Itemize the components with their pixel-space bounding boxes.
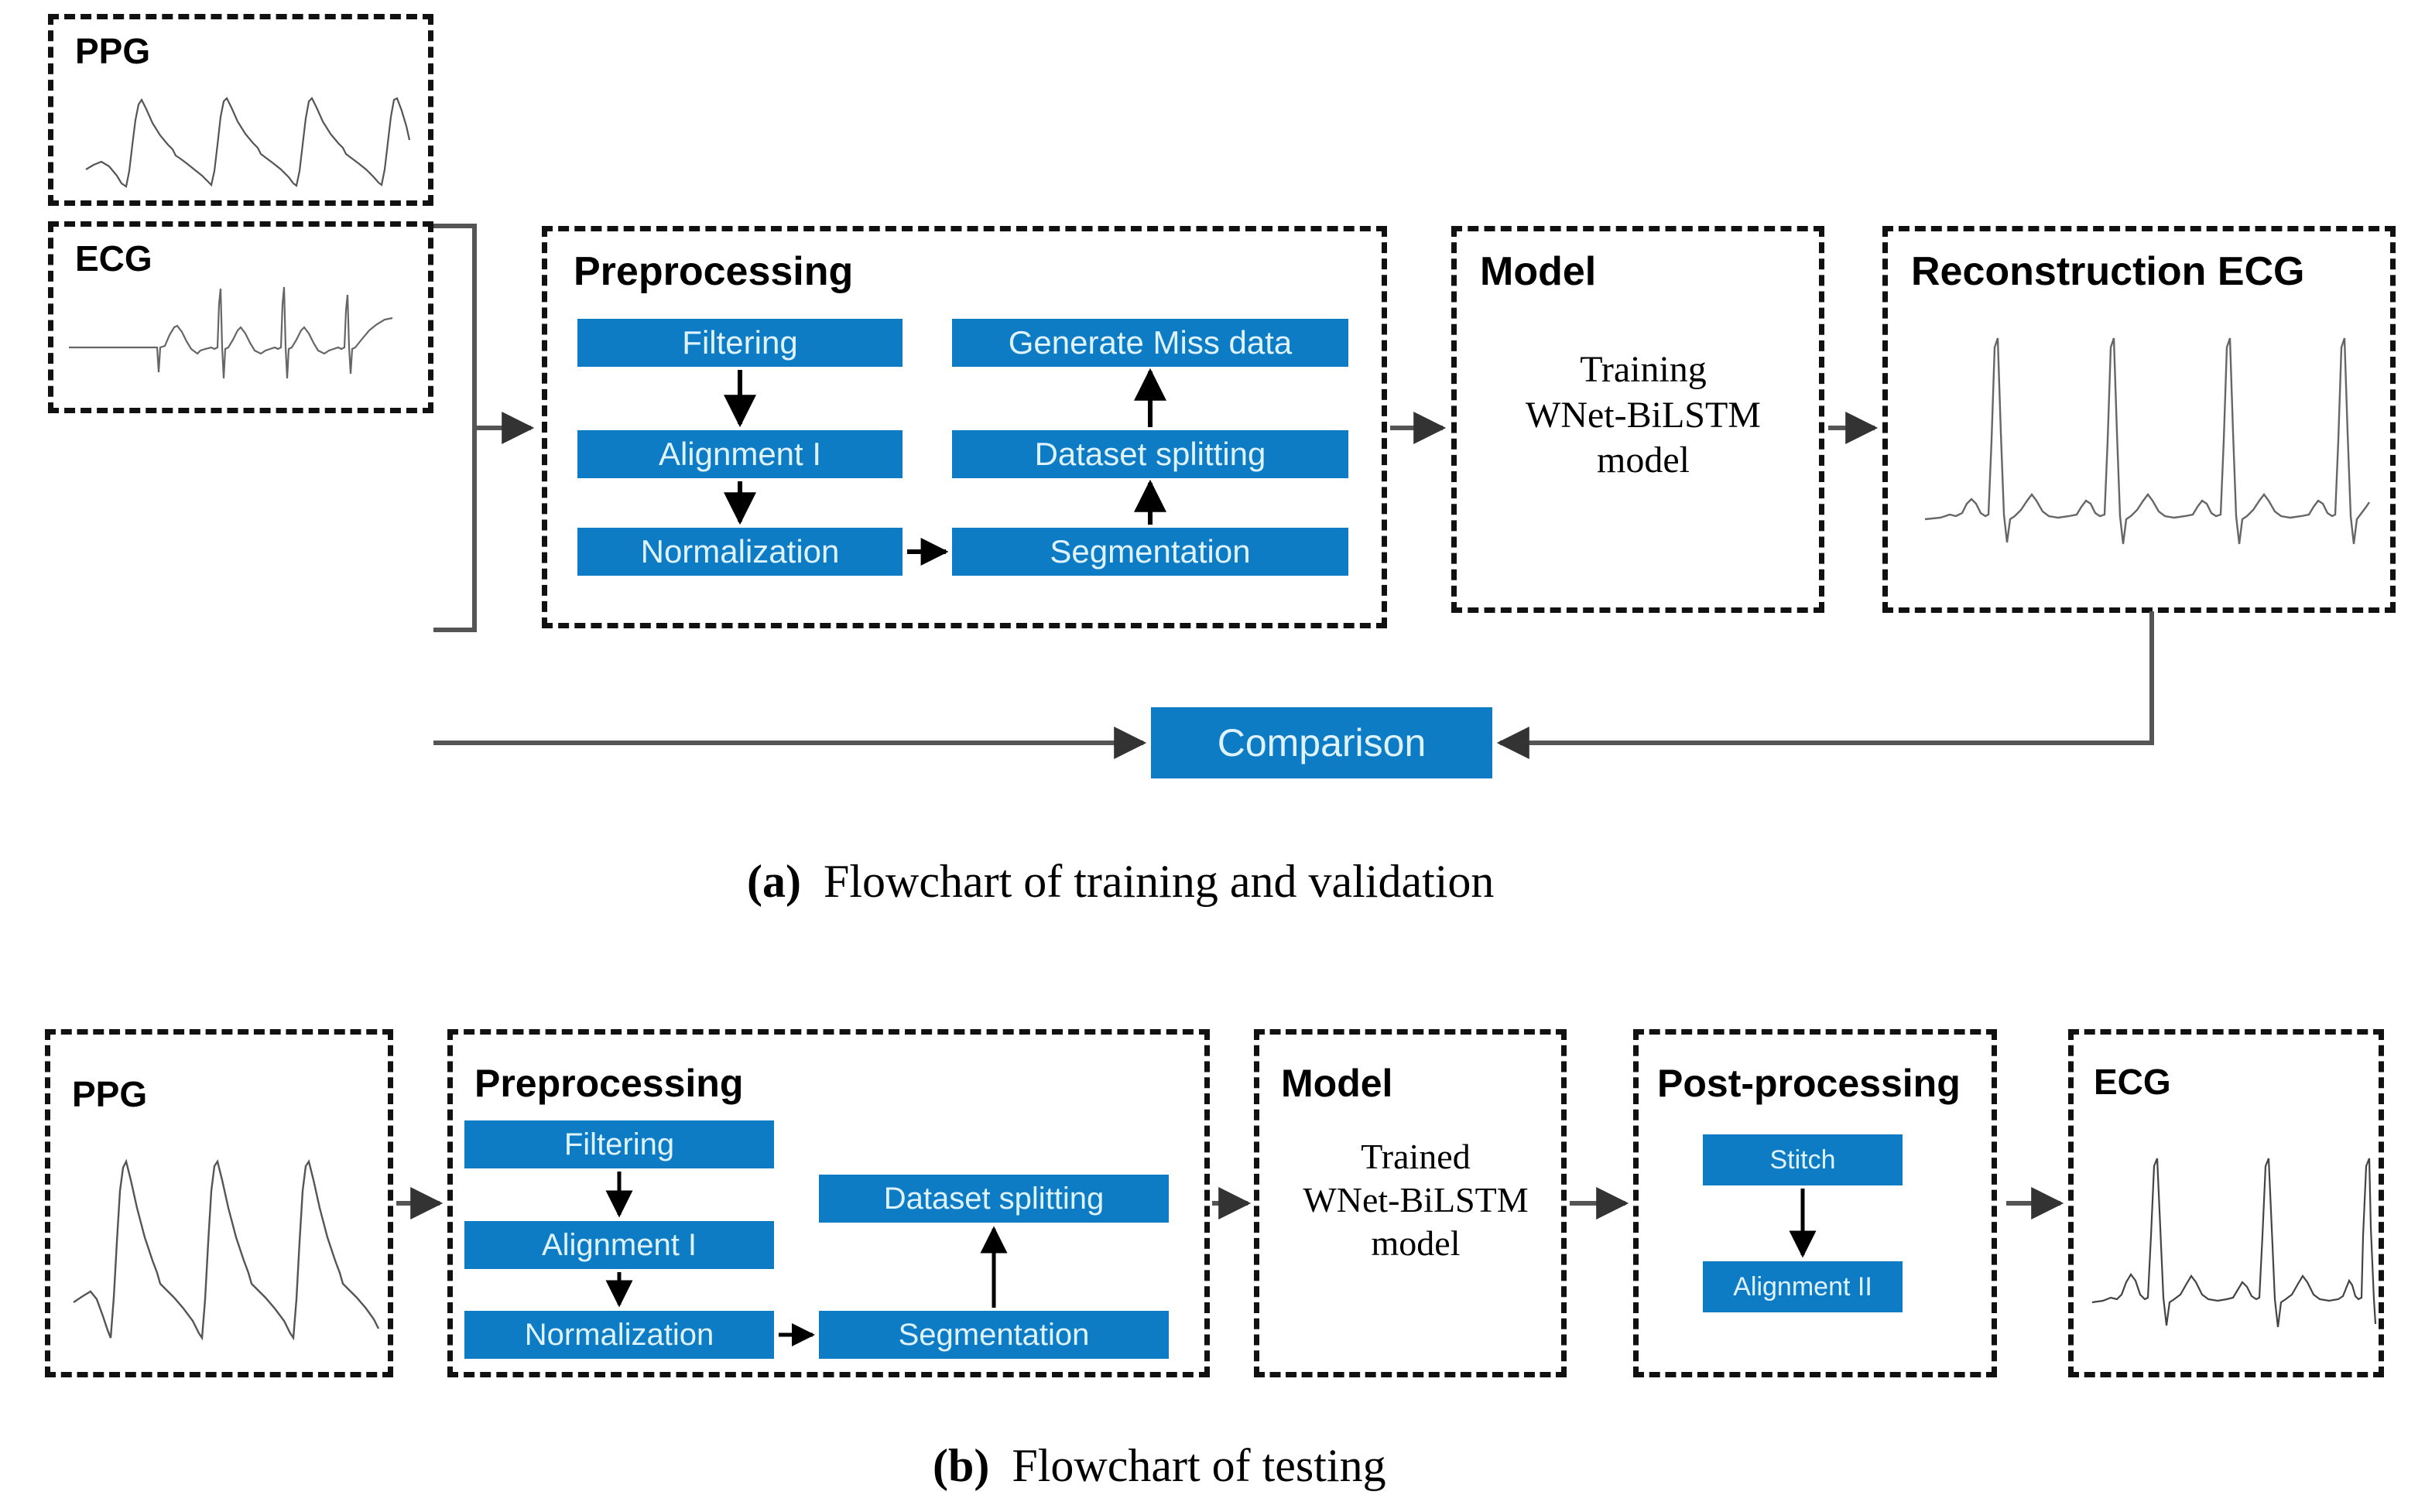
panel-b-model-text-line2: WNet-BiLSTM [1303,1180,1529,1220]
panel-b-chip-alignment-i-label: Alignment I [541,1228,697,1262]
panel-b-caption: (b) Flowchart of testing [933,1439,1386,1493]
panel-a-model-text: Training WNet-BiLSTM model [1457,347,1830,484]
panel-b-chip-filtering-label: Filtering [563,1127,675,1161]
reconstructed-ecg-waveform-icon [1924,337,2370,545]
panel-a-model-title: Model [1480,249,1597,294]
panel-b-chip-alignment-i[interactable]: Alignment I [464,1221,774,1269]
ppg-waveform-a-icon [85,97,411,188]
panel-b-model-text: Trained WNet-BiLSTM model [1250,1135,1581,1265]
panel-a-chip-normalization-label: Normalization [640,533,840,570]
panel-b-ppg-box: PPG [45,1029,393,1377]
panel-a-ppg-title: PPG [75,31,151,71]
panel-a-merge-connector [433,224,535,632]
panel-b-chip-normalization-label: Normalization [524,1318,714,1352]
panel-b-postprocessing-title: Post-processing [1657,1062,1961,1105]
panel-a-reconstruction-to-comparison-connector [1496,611,2154,759]
panel-a-ppg-box: PPG [48,14,433,206]
panel-b-model-text-line3: model [1371,1223,1461,1264]
panel-b-chip-dataset-splitting[interactable]: Dataset splitting [819,1175,1169,1223]
ppg-waveform-b-icon [73,1158,380,1341]
panel-a-model-text-line1: Training [1580,349,1707,390]
panel-a-chip-segmentation-label: Segmentation [1050,533,1251,570]
panel-b-ecg-box: ECG [2068,1029,2384,1377]
ecg-waveform-a-icon [69,286,393,379]
panel-b-chip-alignment-ii-label: Alignment II [1733,1272,1872,1302]
panel-a-model-text-line3: model [1597,440,1690,481]
ecg-waveform-b-icon [2091,1158,2377,1328]
panel-b-model-title: Model [1281,1062,1393,1105]
panel-b-model-text-line1: Trained [1361,1137,1471,1176]
panel-a-chip-alignment-i[interactable]: Alignment I [577,430,903,478]
panel-a-chip-generate-miss-data[interactable]: Generate Miss data [952,319,1348,367]
panel-a-caption-text: Flowchart of training and validation [823,856,1495,907]
panel-a-comparison-chip[interactable]: Comparison [1151,707,1492,778]
panel-a-chip-normalization[interactable]: Normalization [577,528,903,576]
panel-a-reconstruction-ecg-box: Reconstruction ECG [1882,226,2396,613]
panel-a-chip-segmentation[interactable]: Segmentation [952,528,1348,576]
panel-b-chip-alignment-ii[interactable]: Alignment II [1703,1261,1903,1312]
panel-b-ecg-title: ECG [2094,1062,2171,1102]
panel-a-chip-alignment-i-label: Alignment I [658,436,822,472]
panel-a-ecg-title: ECG [75,238,152,279]
panel-a-chip-filtering[interactable]: Filtering [577,319,903,367]
panel-b-ppg-title: PPG [72,1074,148,1114]
panel-b-postprocessing-box: Post-processing [1633,1029,1997,1377]
panel-a-chip-dataset-splitting-label: Dataset splitting [1034,436,1266,472]
panel-b-caption-text: Flowchart of testing [1012,1440,1386,1491]
panel-b-chip-filtering[interactable]: Filtering [464,1120,774,1168]
panel-b-model-box: Model Trained WNet-BiLSTM model [1254,1029,1567,1377]
panel-b-chip-stitch[interactable]: Stitch [1703,1134,1903,1185]
panel-b-chip-stitch-label: Stitch [1769,1145,1836,1175]
panel-a-chip-generate-miss-data-label: Generate Miss data [1008,324,1293,361]
panel-a-comparison-label: Comparison [1217,721,1427,765]
panel-b-chip-segmentation[interactable]: Segmentation [819,1311,1169,1359]
panel-a-chip-filtering-label: Filtering [682,324,798,361]
panel-a-caption-label: (a) [747,856,801,907]
panel-b-preprocessing-title: Preprocessing [474,1062,744,1105]
panel-a-model-text-line2: WNet-BiLSTM [1526,394,1761,436]
panel-b-chip-normalization[interactable]: Normalization [464,1311,774,1359]
panel-b-caption-label: (b) [933,1440,990,1491]
panel-a-preprocessing-title: Preprocessing [574,249,854,294]
panel-a-reconstruction-ecg-title: Reconstruction ECG [1911,249,2305,294]
panel-a-chip-dataset-splitting[interactable]: Dataset splitting [952,430,1348,478]
panel-b-chip-segmentation-label: Segmentation [898,1318,1090,1352]
panel-b-chip-dataset-splitting-label: Dataset splitting [883,1182,1105,1216]
panel-a-caption: (a) Flowchart of training and validation [747,855,1494,908]
panel-a-ecg-box: ECG [48,221,433,413]
panel-a-model-box: Model Training WNet-BiLSTM model [1451,226,1824,613]
